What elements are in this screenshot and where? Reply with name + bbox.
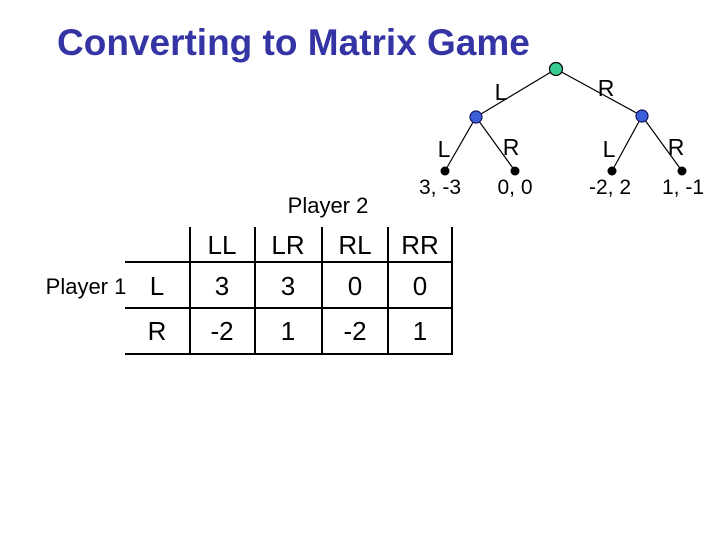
edge-label-left-right: R — [502, 134, 520, 160]
row-player-label: Player 1 — [45, 274, 127, 299]
leaf-payoff: -2, 2 — [588, 176, 632, 199]
edge-label-right-right: R — [667, 134, 685, 160]
matrix-cell: -2 — [343, 316, 367, 346]
leaf-payoff: 1, -1 — [661, 176, 705, 199]
matrix-row-header: L — [149, 271, 165, 301]
matrix-grid-vline — [451, 227, 453, 355]
matrix-col-header: RL — [338, 230, 372, 260]
tree-edges — [444, 68, 683, 172]
leaf-payoff: 0, 0 — [497, 176, 533, 199]
tree-right-decision-node-icon — [635, 109, 649, 123]
matrix-cell: 0 — [412, 271, 428, 301]
tree-leaf-node-icon — [510, 166, 520, 176]
matrix-grid-vline — [189, 227, 191, 355]
tree-root-node-icon — [548, 61, 564, 77]
matrix-cell: 0 — [347, 271, 363, 301]
matrix-col-header: LL — [207, 230, 237, 260]
matrix-grid-hline — [125, 307, 453, 309]
tree-edge-root-left — [475, 68, 557, 118]
matrix-grid-hline — [125, 353, 453, 355]
tree-leaf-node-icon — [607, 166, 617, 176]
matrix-cell: 3 — [280, 271, 296, 301]
tree-leaf-node-icon — [440, 166, 450, 176]
edge-label-root-right: R — [597, 75, 615, 101]
matrix-col-header: RR — [401, 230, 439, 260]
matrix-col-header: LR — [271, 230, 305, 260]
tree-edge-right-right — [641, 115, 683, 172]
matrix-row-header: R — [147, 316, 167, 346]
tree-edge-right-left — [611, 115, 643, 172]
edge-label-right-left: L — [602, 136, 616, 162]
column-player-label: Player 2 — [287, 193, 369, 218]
tree-edge-root-right — [555, 68, 643, 117]
slide-title: Converting to Matrix Game — [57, 22, 530, 63]
tree-edge-left-left — [444, 116, 477, 172]
edge-label-left-left: L — [437, 136, 451, 162]
matrix-grid-hline — [125, 261, 453, 263]
tree-left-decision-node-icon — [469, 110, 483, 124]
tree-leaf-node-icon — [677, 166, 687, 176]
matrix-cell: 3 — [214, 271, 230, 301]
edge-label-root-left: L — [494, 79, 508, 105]
matrix-grid-vline — [254, 227, 256, 355]
matrix-cell: -2 — [210, 316, 234, 346]
matrix-grid-vline — [387, 227, 389, 355]
matrix-cell: 1 — [280, 316, 296, 346]
leaf-payoff: 3, -3 — [418, 176, 462, 199]
matrix-cell: 1 — [412, 316, 428, 346]
tree-edge-left-right — [475, 116, 516, 172]
matrix-grid-vline — [321, 227, 323, 355]
